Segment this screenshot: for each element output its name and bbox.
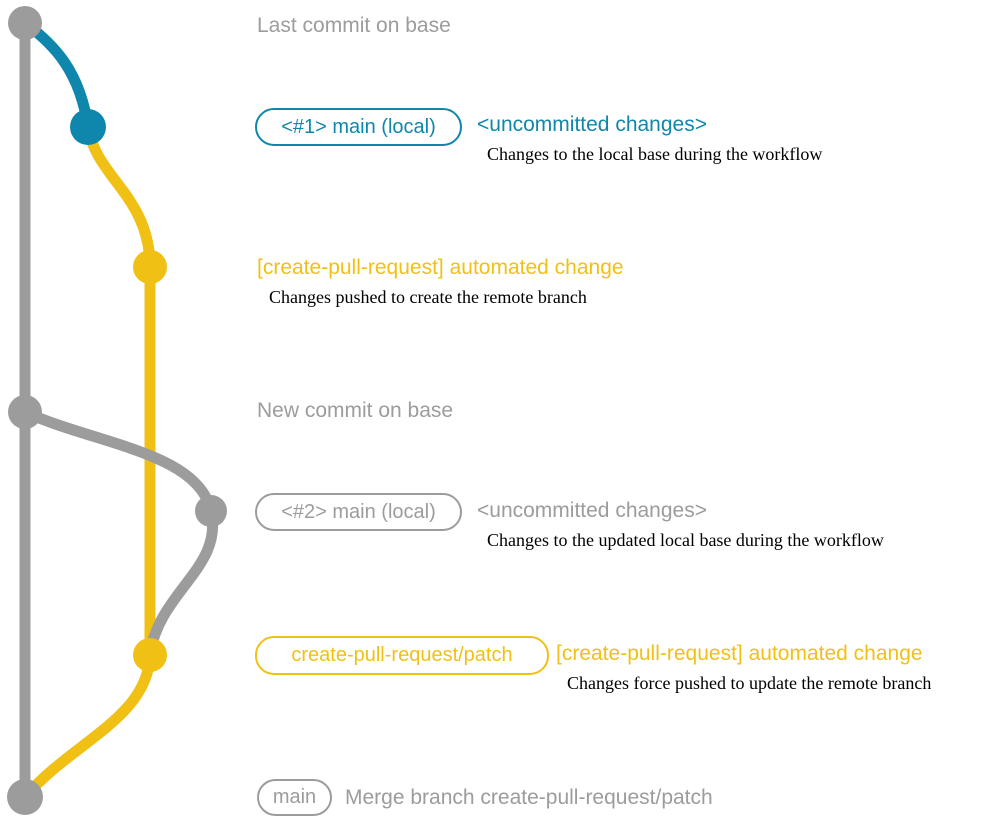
commit-node-main-local-1	[70, 109, 106, 145]
uncommitted-changes-2-caption: Changes to the updated local base during…	[487, 530, 884, 550]
branch-badge-main: main	[257, 779, 332, 816]
commit-node-automated-change-1	[133, 250, 167, 284]
automated-change-2-title: [create-pull-request] automated change	[556, 642, 923, 665]
uncommitted-changes-2-title: <uncommitted changes>	[477, 499, 707, 522]
automated-change-1-title: [create-pull-request] automated change	[257, 256, 624, 279]
last-commit-on-base-label: Last commit on base	[257, 14, 451, 37]
uncommitted-changes-1-title: <uncommitted changes>	[477, 113, 707, 136]
gray-rebase-edge-1	[22, 406, 217, 513]
branch-badge-create-pull-request-patch: create-pull-request/patch	[255, 636, 549, 675]
yellow-merge-edge	[20, 654, 156, 801]
yellow-branch-upper-edge	[82, 125, 156, 268]
commit-node-last-commit-on-base	[8, 6, 42, 40]
branch-badge-main-local-2: <#2> main (local)	[255, 493, 462, 531]
gray-rebase-edge-2	[144, 509, 219, 656]
branch-badge-main-label: main	[272, 786, 317, 808]
uncommitted-changes-1-caption: Changes to the local base during the wor…	[487, 144, 823, 164]
merge-branch-label: Merge branch create-pull-request/patch	[345, 786, 713, 809]
branch-badge-main-local-1: <#1> main (local)	[255, 108, 462, 146]
commit-node-main-local-2	[195, 495, 227, 527]
branch-badge-main-local-2-label: <#2> main (local)	[281, 500, 436, 523]
automated-change-2-caption: Changes force pushed to update the remot…	[567, 673, 932, 693]
commit-node-merge	[7, 779, 43, 815]
blue-branch-edge	[21, 18, 94, 128]
new-commit-on-base-label: New commit on base	[257, 399, 454, 422]
commit-node-automated-change-2	[133, 638, 167, 672]
automated-change-1-caption: Changes pushed to create the remote bran…	[269, 287, 587, 307]
branch-badge-main-local-1-label: <#1> main (local)	[281, 115, 436, 138]
branch-badge-create-pull-request-patch-label: create-pull-request/patch	[291, 644, 513, 666]
commit-node-new-commit-on-base	[8, 395, 42, 429]
